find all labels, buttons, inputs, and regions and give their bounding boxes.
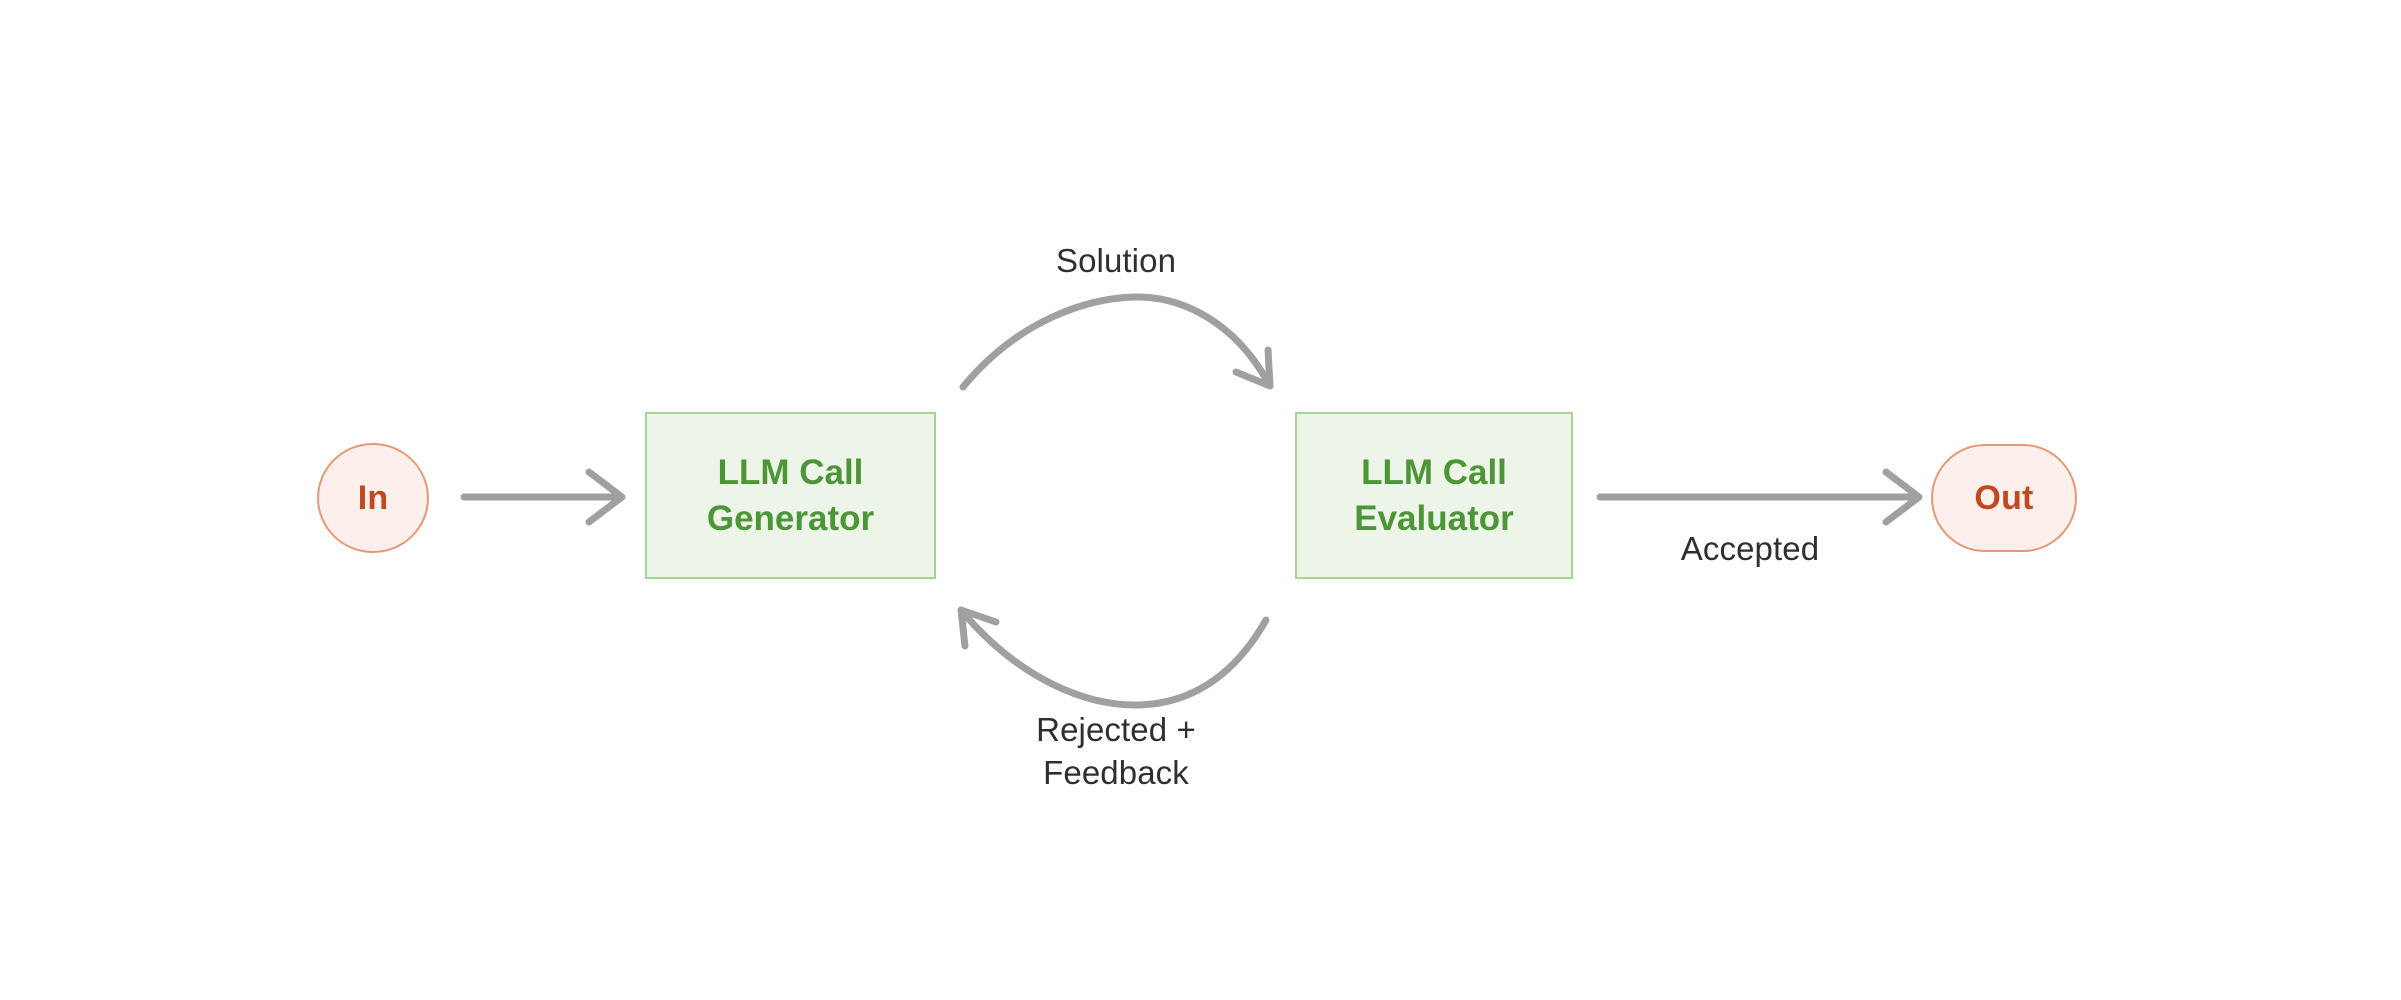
node-llm-call-evaluator-label: LLM Call Evaluator xyxy=(1354,453,1514,538)
edge-label-solution: Solution xyxy=(1055,242,1177,279)
edge-evaluator-to-out-arrowhead xyxy=(1882,468,1923,526)
edge-label-rejected-feedback: Rejected + Feedback xyxy=(1036,711,1196,791)
edge-evaluator-to-generator-arrowhead xyxy=(957,606,1000,650)
node-in[interactable]: In xyxy=(317,443,429,553)
node-out[interactable]: Out xyxy=(1931,444,2077,552)
edge-in-to-generator xyxy=(460,468,626,526)
edge-label-accepted: Accepted xyxy=(1680,530,1820,567)
node-out-label: Out xyxy=(1974,478,2034,517)
node-in-label: In xyxy=(357,478,389,517)
edge-in-to-generator-arrowhead xyxy=(585,468,626,526)
node-llm-call-generator[interactable]: LLM Call Generator xyxy=(645,412,936,579)
edge-evaluator-to-generator xyxy=(957,606,1270,709)
node-llm-call-evaluator[interactable]: LLM Call Evaluator xyxy=(1295,412,1573,579)
edge-evaluator-to-generator-curve xyxy=(962,612,1270,709)
edge-generator-to-evaluator-curve xyxy=(959,293,1270,391)
edge-generator-to-evaluator xyxy=(959,293,1274,391)
edge-evaluator-to-out xyxy=(1596,468,1923,526)
node-llm-call-generator-label: LLM Call Generator xyxy=(706,453,875,538)
edge-generator-to-evaluator-arrowhead xyxy=(1232,346,1274,390)
